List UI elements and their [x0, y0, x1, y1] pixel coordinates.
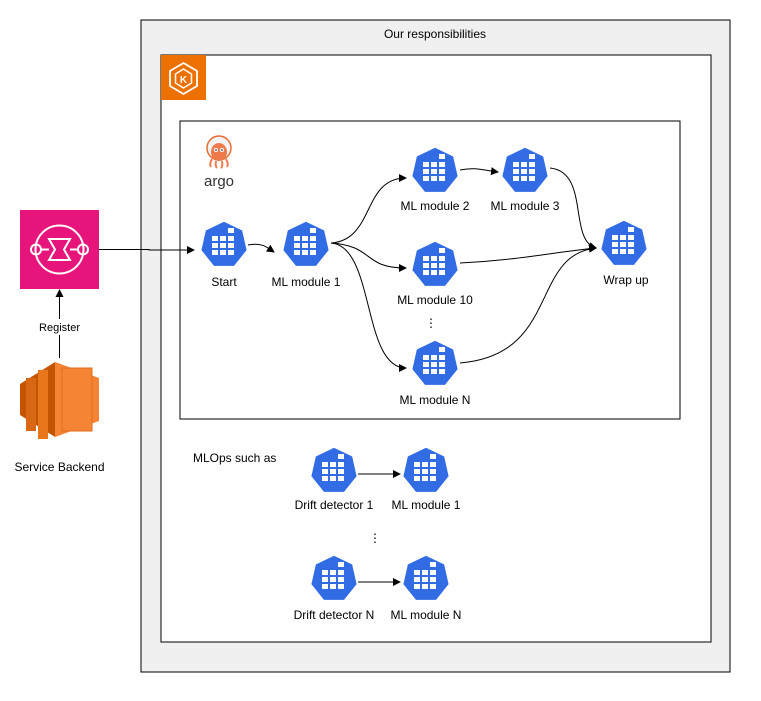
mlops-ml-module-n-label: ML module N	[391, 608, 462, 622]
edge-start-ml1	[247, 243, 275, 253]
start-label: Start	[211, 275, 237, 289]
ml-module-2-label: ML module 2	[401, 199, 470, 213]
eks-icon: K	[161, 55, 206, 100]
edge-ml10-wrapup	[459, 244, 597, 264]
service-backend-label: Service Backend	[14, 460, 104, 474]
edge-ml3-wrapup	[549, 167, 597, 250]
responsibilities-title: Our responsibilities	[384, 27, 486, 41]
drift-detector-n-label: Drift detector N	[294, 608, 375, 622]
eks-glyph: K	[180, 75, 188, 86]
ml-module-3-label: ML module 3	[491, 199, 560, 213]
mlops-ml-module-1-label: ML module 1	[392, 498, 461, 512]
ml-module-1-label: ML module 1	[272, 275, 341, 289]
ml-module-10-label: ML module 10	[397, 293, 473, 307]
drift-detector-1-label: Drift detector 1	[295, 498, 374, 512]
event-bridge-icon	[20, 210, 99, 289]
argo-logo-text: argo	[204, 173, 234, 190]
workflow-ellipsis: ⋮	[425, 316, 437, 330]
wrap-up-label: Wrap up	[603, 273, 648, 287]
edge-ml2-ml3	[459, 167, 499, 176]
event-to-start-edge	[99, 246, 195, 254]
register-label: Register	[39, 322, 80, 334]
mlops-heading: MLOps such as	[193, 451, 276, 465]
edge-ml1-ml2	[330, 174, 407, 244]
argo-logo-icon: argo	[204, 135, 234, 190]
mlops-ellipsis: ⋮	[369, 531, 381, 545]
ml-module-n-label: ML module N	[400, 393, 471, 407]
service-backend-icon	[20, 362, 99, 439]
edge-mln-wrapup	[459, 244, 597, 364]
edge-ml1-mln	[330, 242, 407, 372]
edge-ml1-ml10	[330, 242, 407, 272]
